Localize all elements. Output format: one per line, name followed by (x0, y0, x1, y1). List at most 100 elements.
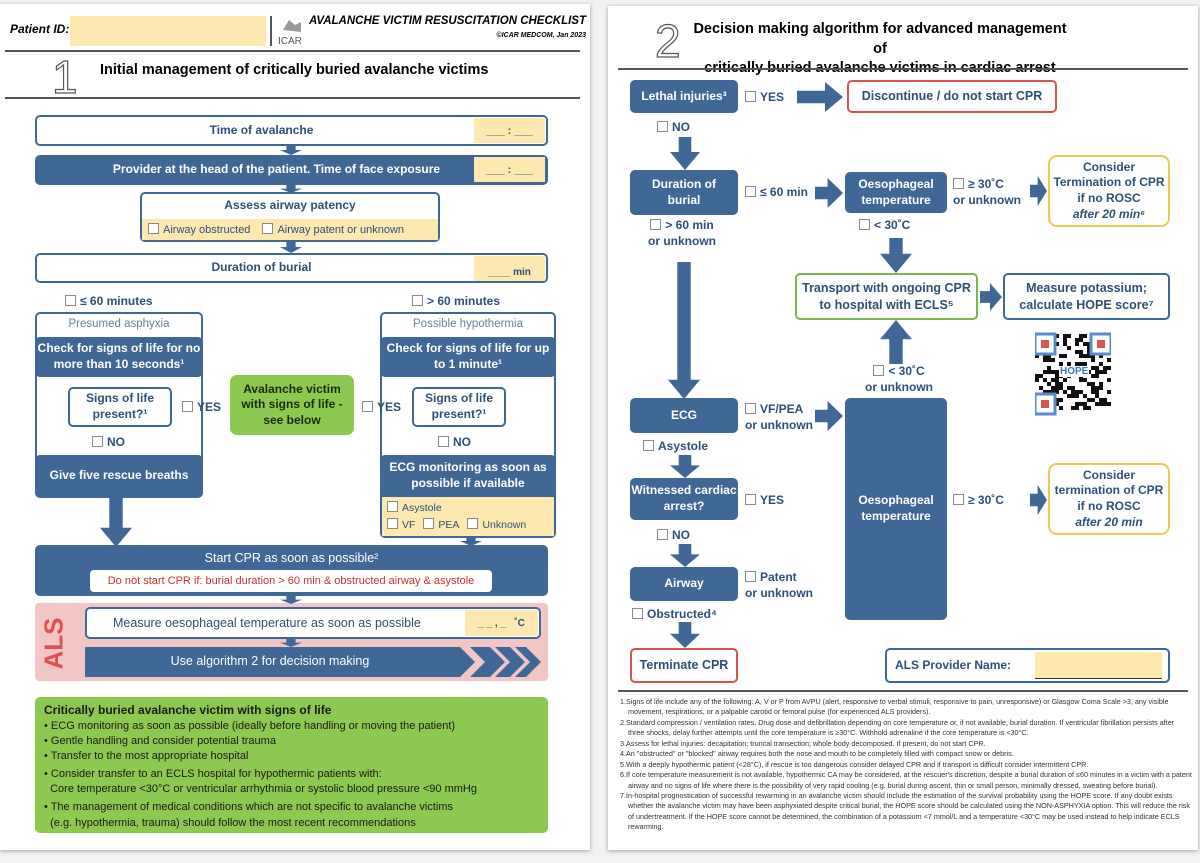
temperature-field[interactable]: _ _ , _ ˚C (465, 610, 538, 636)
label: Presumed asphyxia (68, 318, 170, 330)
asystole-checkbox[interactable]: Asystole (643, 438, 708, 454)
time-blank: ___ : ___ (486, 124, 533, 137)
info-item: • Gentle handling and consider potential… (44, 734, 276, 747)
asystole-checkbox[interactable]: Asystole (387, 501, 442, 514)
section-number: 1 (51, 50, 78, 103)
arrow-right-icon (1030, 176, 1047, 206)
arrow-down-icon (280, 596, 302, 604)
mountain-logo-icon: ICAR (278, 20, 302, 47)
als-label: ALS (38, 617, 69, 670)
provider-box: Provider at the head of the patient. Tim… (35, 155, 548, 185)
arrow-down-icon (670, 137, 700, 170)
patient-id-label: Patient ID: (10, 22, 70, 36)
info-item: • Transfer to the most appropriate hospi… (44, 749, 249, 762)
footnote: 3.Assess for lethal injuries: decapitati… (620, 738, 986, 748)
discontinue-box: Discontinue / do not start CPR (847, 80, 1057, 113)
divider (270, 16, 272, 46)
arrow-right-icon (815, 178, 843, 208)
chevron-arrow-icon (85, 647, 541, 677)
info-title: Critically buried avalanche victim with … (44, 703, 332, 717)
airway-options: Airway obstructed Airway patent or unkno… (142, 219, 438, 240)
label: Assess airway patency (224, 198, 356, 212)
divider (5, 97, 580, 99)
als-provider-name-field[interactable] (1035, 652, 1162, 679)
arrow-right-icon (1030, 485, 1047, 515)
unknown-checkbox[interactable]: Unknown (467, 517, 526, 534)
yes-checkbox[interactable]: YES (362, 399, 401, 415)
yes-checkbox[interactable]: YES (745, 492, 784, 508)
vf-checkbox[interactable]: VF (387, 517, 415, 534)
arrow-down-icon (280, 639, 302, 647)
copyright: ©ICAR MEDCOM, Jan 2023 (496, 32, 586, 39)
section-title: Initial management of critically buried … (100, 62, 489, 78)
no-checkbox[interactable]: NO (438, 434, 471, 450)
yes-checkbox[interactable]: YES (182, 399, 221, 415)
signs-of-life-green-box: Avalanche victim with signs of life - se… (230, 375, 354, 435)
arrow-down-icon (880, 238, 912, 273)
time-of-avalanche-field[interactable]: ___ : ___ (474, 118, 545, 143)
label: Possible hypothermia (413, 318, 523, 330)
signs-of-life-info-box: Critically buried avalanche victim with … (35, 697, 548, 833)
le60-checkbox[interactable]: ≤ 60 minutes (65, 293, 153, 309)
terminate-cpr-box: Terminate CPR (630, 648, 738, 683)
airway-patent-checkbox[interactable]: Airway patent or unknown (262, 223, 404, 236)
ecg-box: ECG (630, 398, 738, 433)
lethal-injuries-box: Lethal injuries³ (630, 80, 738, 113)
lt30-checkbox[interactable]: < 30˚C (859, 217, 910, 233)
obstructed-checkbox[interactable]: Obstructed⁴ (632, 606, 717, 622)
footnote: 5.With a deeply hypothermic patient (<28… (620, 759, 1089, 769)
airway-box: Airway (630, 567, 738, 601)
potassium-box: Measure potassium; calculate HOPE score⁷ (1003, 273, 1170, 320)
gt60-checkbox[interactable]: > 60 minutes (412, 293, 500, 309)
ge30-checkbox-2[interactable]: ≥ 30˚C (953, 492, 1004, 508)
info-item: • The management of medical conditions w… (44, 801, 454, 814)
time-blank: ___ : ___ (486, 163, 533, 176)
label: Provider at the head of the patient. Tim… (112, 162, 441, 177)
section-title: Decision making algorithm for advanced m… (693, 21, 1067, 77)
no-checkbox[interactable]: NO (92, 434, 125, 450)
footnote: 1.Signs of life include any of the follo… (620, 697, 1169, 717)
divider (5, 50, 580, 52)
divider (618, 68, 1188, 70)
footnote: 2.Standard compression / ventilation rat… (620, 717, 1175, 738)
do-not-start-warning: Do not start CPR if: burial duration > 6… (90, 570, 492, 592)
no-checkbox[interactable]: NO (657, 119, 690, 135)
check-10s-box: Check for signs of life for no more than… (35, 337, 203, 377)
face-exposure-time-field[interactable]: ___ : ___ (474, 157, 545, 182)
arrow-down-icon (670, 622, 700, 648)
rhythm-options: Asystole VF PEA Unknown (382, 497, 554, 536)
no-checkbox[interactable]: NO (657, 527, 690, 543)
arrow-down-icon (280, 185, 302, 193)
yes-checkbox[interactable]: YES (745, 89, 784, 105)
hope-qr-code[interactable]: HOPE (1033, 328, 1113, 420)
patient-id-field[interactable] (70, 16, 266, 46)
duration-field[interactable]: ____ min (474, 256, 545, 281)
info-item: • ECG monitoring as soon as possible (id… (44, 719, 456, 732)
footnote: 4.An "obstructed" or "blocked" airway re… (620, 749, 1014, 759)
duration-blank: ____ min (488, 267, 531, 278)
footnote: 7.In-hospital prognostication of success… (620, 790, 1190, 832)
icar-logo: ICAR (277, 16, 305, 47)
duration-box: Duration of burial (630, 170, 738, 215)
oesophageal-temp-box: Oesophageal temperature (845, 172, 947, 213)
label: Time of avalanche (209, 122, 314, 137)
arrow-down-icon (280, 242, 302, 253)
info-item: (e.g. hypothermia, trauma) should follow… (44, 816, 416, 829)
le60-checkbox[interactable]: ≤ 60 min (745, 184, 808, 200)
arrow-down-icon (668, 262, 700, 399)
arrow-right-icon (980, 283, 1002, 311)
signs-of-life-box: Signs of life present?¹ (68, 387, 172, 427)
arrow-right-icon (797, 82, 843, 112)
arrow-down-icon (100, 497, 132, 547)
pea-checkbox[interactable]: PEA (423, 517, 459, 534)
ecg-monitoring-box: ECG monitoring as soon as possible if av… (380, 455, 556, 497)
arrow-right-icon (815, 401, 843, 431)
airway-obstructed-checkbox[interactable]: Airway obstructed (148, 223, 250, 236)
info-item: • Consider transfer to an ECLS hospital … (44, 768, 382, 781)
